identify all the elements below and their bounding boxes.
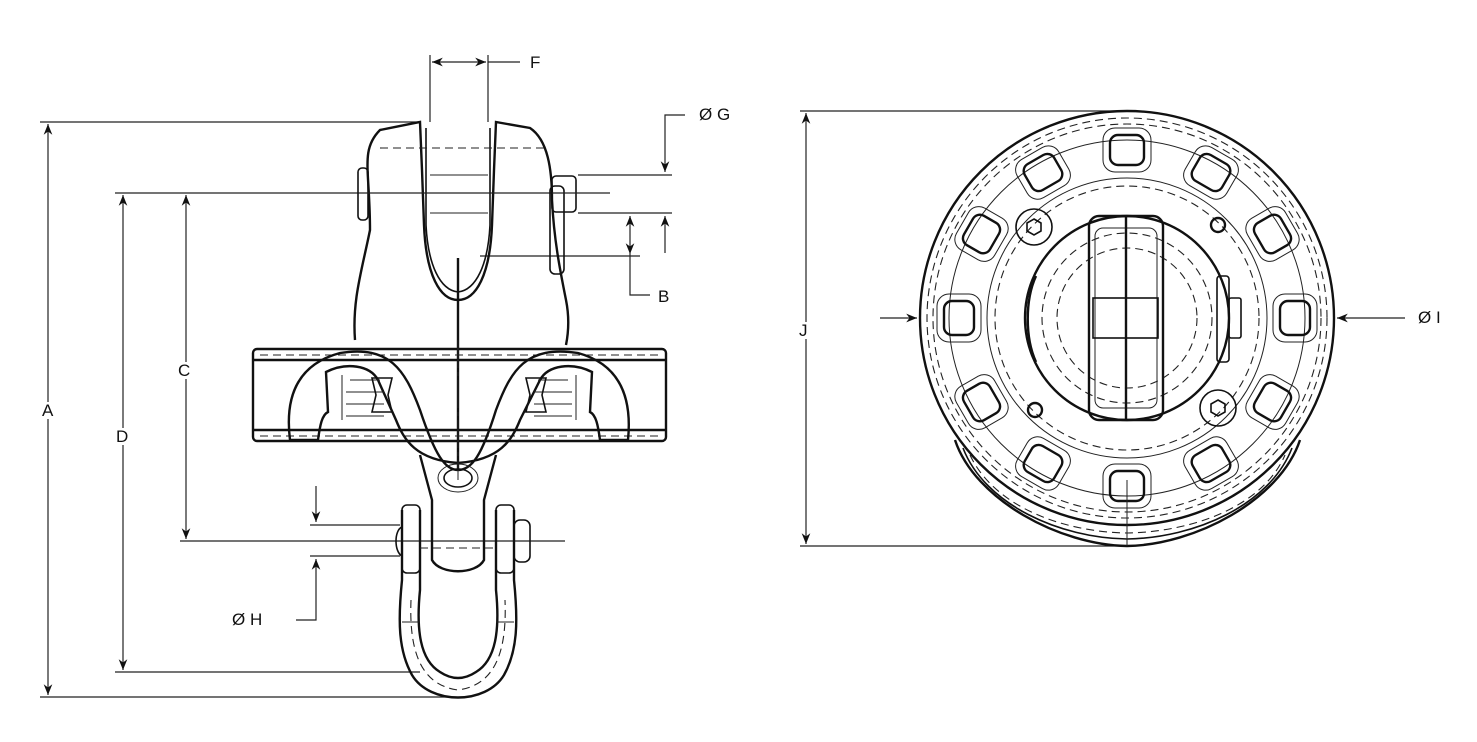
dimension-label-d: D — [114, 427, 131, 446]
dimension-c — [180, 195, 565, 542]
dimension-label-h: Ø H — [230, 610, 265, 629]
dimension-label-b: B — [656, 287, 672, 306]
central-hub — [1023, 214, 1242, 422]
top-view — [800, 109, 1405, 548]
bearing-rollers-right — [524, 375, 577, 420]
swivel-neck — [418, 454, 498, 573]
dimension-f — [429, 55, 520, 122]
ring-slots — [936, 127, 1318, 509]
dimension-b — [480, 216, 650, 296]
dimension-h — [296, 486, 400, 621]
bolts — [1015, 208, 1237, 427]
dimension-label-g: Ø G — [697, 105, 733, 124]
dimension-label-j: J — [797, 321, 810, 340]
dimension-label-f: F — [528, 53, 543, 72]
jaw-body — [120, 120, 610, 470]
shackle — [395, 504, 531, 699]
dimension-label-i: Ø I — [1416, 308, 1443, 327]
dimension-g — [578, 114, 685, 253]
dimension-label-c: C — [176, 361, 193, 380]
bearing-rollers-left — [341, 375, 394, 420]
front-view — [40, 55, 685, 699]
dimension-j — [800, 110, 1130, 547]
dimension-label-a: A — [40, 401, 56, 420]
bearing-housing — [251, 340, 668, 480]
